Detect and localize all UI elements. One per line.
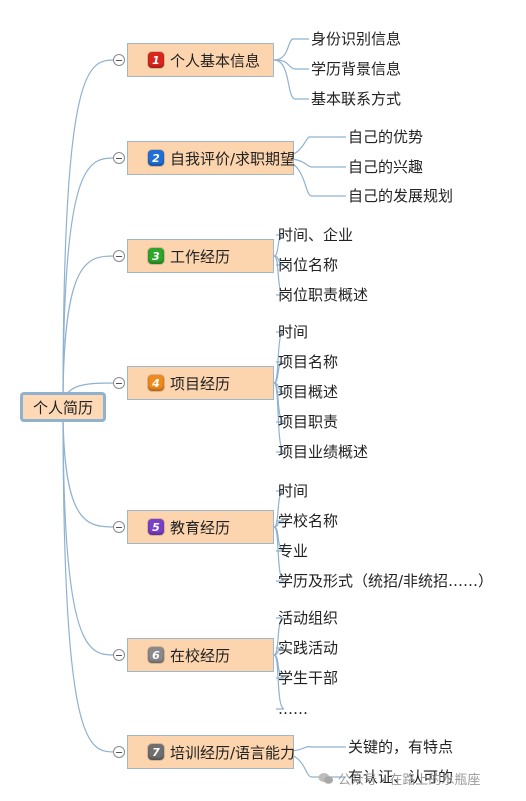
leaf-node[interactable]: 时间	[278, 323, 309, 341]
leaf-node[interactable]: 自己的优势	[348, 128, 424, 146]
leaf-node[interactable]: 项目概述	[278, 383, 339, 401]
leaf-node[interactable]: 项目职责	[278, 413, 339, 431]
leaf-node[interactable]: 时间	[278, 482, 309, 500]
leaf-node[interactable]: 自己的兴趣	[348, 158, 424, 176]
root-node[interactable]: 个人简历	[20, 392, 106, 422]
root-connector	[62, 59, 117, 408]
leaf-connector	[273, 255, 285, 296]
number-badge-icon: 2	[148, 150, 164, 166]
leaf-node[interactable]: ……	[278, 700, 308, 718]
watermark: 公众号 · 在路上的水瓶座	[318, 769, 480, 788]
collapse-toggle[interactable]	[113, 649, 125, 661]
leaf-node[interactable]: 学历及形式（统招/非统招……）	[278, 572, 494, 590]
leaf-node[interactable]: 基本联系方式	[311, 90, 402, 108]
root-connector	[62, 406, 117, 753]
leaf-connector	[273, 526, 285, 582]
branch-node[interactable]: 4 项目经历	[127, 366, 274, 400]
branch-node[interactable]: 3 工作经历	[127, 239, 274, 273]
number-badge-icon: 7	[148, 744, 164, 760]
leaf-connector	[273, 361, 285, 384]
collapse-toggle[interactable]	[113, 746, 125, 758]
leaf-connector	[273, 647, 285, 656]
collapse-toggle[interactable]	[113, 377, 125, 389]
wechat-icon	[318, 772, 334, 785]
leaf-node[interactable]: 身份识别信息	[311, 30, 402, 48]
branch-label: 培训经历/语言能力	[170, 743, 296, 762]
branch-node[interactable]: 1 个人基本信息	[127, 43, 274, 77]
collapse-toggle[interactable]	[113, 152, 125, 164]
branch-node[interactable]: 2 自我评价/求职期望	[127, 141, 296, 175]
branch-label: 项目经历	[170, 374, 231, 393]
collapse-toggle[interactable]	[113, 250, 125, 262]
root-connector	[62, 157, 117, 408]
leaf-node[interactable]: 专业	[278, 542, 309, 560]
leaf-connector	[273, 520, 285, 528]
leaf-node[interactable]: 学生干部	[278, 669, 339, 687]
number-badge-icon: 4	[148, 375, 164, 391]
leaf-node[interactable]: 项目业绩概述	[278, 443, 369, 461]
leaf-node[interactable]: 关键的，有特点	[348, 738, 454, 756]
leaf-node[interactable]: 学校名称	[278, 512, 339, 530]
leaf-node[interactable]: 实践活动	[278, 639, 339, 657]
branch-node[interactable]: 5 教育经历	[127, 510, 274, 544]
leaf-connector	[273, 654, 285, 710]
leaf-connector	[273, 234, 285, 257]
watermark-text: 公众号 · 在路上的水瓶座	[338, 773, 481, 788]
leaf-node[interactable]: 岗位职责概述	[278, 286, 369, 304]
root-label: 个人简历	[32, 398, 93, 417]
number-badge-icon: 6	[148, 647, 164, 663]
leaf-node[interactable]: 活动组织	[278, 609, 339, 627]
number-badge-icon: 3	[148, 248, 164, 264]
leaf-node[interactable]: 项目名称	[278, 353, 339, 371]
branch-label: 个人基本信息	[170, 51, 261, 70]
leaf-connector	[273, 59, 309, 100]
branch-node[interactable]: 7 培训经历/语言能力	[127, 735, 296, 769]
branch-label: 教育经历	[170, 518, 231, 537]
root-connector	[62, 406, 117, 528]
number-badge-icon: 5	[148, 519, 164, 535]
leaf-node[interactable]: 岗位名称	[278, 256, 339, 274]
leaf-node[interactable]: 自己的发展规划	[348, 187, 454, 205]
root-connector	[62, 406, 117, 656]
branch-label: 自我评价/求职期望	[170, 149, 296, 168]
collapse-toggle[interactable]	[113, 521, 125, 533]
branch-label: 工作经历	[170, 247, 231, 266]
branch-label: 在校经历	[170, 646, 231, 665]
branch-node[interactable]: 6 在校经历	[127, 638, 274, 672]
root-connector	[62, 255, 117, 408]
leaf-connector	[273, 617, 285, 656]
leaf-node[interactable]: 学历背景信息	[311, 60, 402, 78]
leaf-node[interactable]: 时间、企业	[278, 226, 354, 244]
leaf-connector	[273, 490, 285, 528]
number-badge-icon: 1	[148, 52, 164, 68]
leaf-connector	[273, 59, 309, 70]
leaf-connector	[273, 382, 285, 453]
leaf-connector	[273, 38, 309, 61]
leaf-node[interactable]: 有认证、认可的	[348, 768, 454, 786]
collapse-toggle[interactable]	[113, 54, 125, 66]
